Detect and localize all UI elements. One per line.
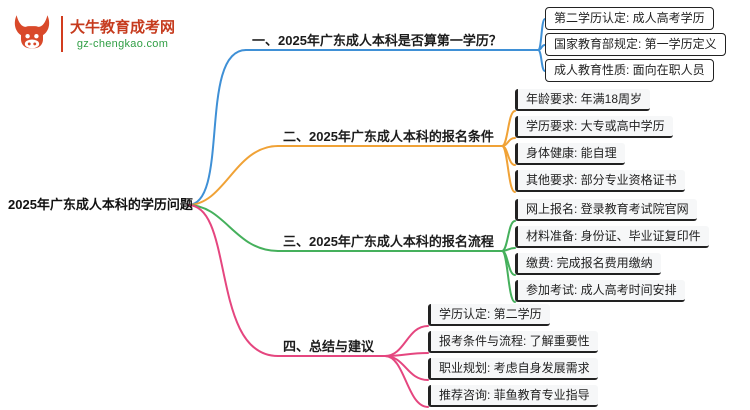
mindmap-child-node: 缴费: 完成报名费用缴纳 — [515, 253, 661, 275]
branch-3-connectors — [187, 204, 516, 303]
site-logo: 大牛教育成考网 gz-chengkao.com — [10, 12, 175, 56]
logo-divider — [61, 16, 63, 52]
branch-1-label: 一、2025年广东成人本科是否算第一学历？ — [252, 33, 502, 48]
mindmap-child-node: 学历要求: 大专或高中学历 — [515, 116, 673, 138]
mindmap-child-node: 报考条件与流程: 了解重要性 — [428, 331, 598, 353]
branch-1-connectors — [187, 18, 546, 206]
mindmap-child-node: 推荐咨询: 菲鱼教育专业指导 — [428, 385, 598, 407]
mindmap-child-node: 其他要求: 部分专业资格证书 — [515, 170, 685, 192]
mindmap-child-node: 网上报名: 登录教育考试院官网 — [515, 199, 697, 221]
mindmap-child-node: 成人教育性质: 面向在职人员 — [545, 59, 714, 82]
branch-4-label: 四、总结与建议 — [283, 339, 375, 354]
mindmap-child-node: 年龄要求: 年满18周岁 — [515, 89, 651, 111]
logo-title: 大牛教育成考网 — [70, 18, 176, 36]
logo-domain: gz-chengkao.com — [76, 37, 169, 50]
mindmap-child-node: 国家教育部规定: 第一学历定义 — [545, 33, 726, 56]
branch-2-label: 二、2025年广东成人本科的报名条件 — [283, 129, 494, 144]
mindmap-child-node: 身体健康: 能自理 — [515, 143, 625, 165]
branch-2-connectors — [187, 110, 516, 206]
mindmap-child-node: 职业规划: 考虑自身发展需求 — [428, 358, 598, 380]
mindmap-child-node: 第二学历认定: 成人高考学历 — [545, 7, 714, 30]
branch-4-connectors — [187, 204, 429, 408]
branch-3-label: 三、2025年广东成人本科的报名流程 — [283, 234, 494, 249]
root-node: 2025年广东成人本科的学历问题 — [8, 197, 193, 212]
mindmap-child-node: 学历认定: 第二学历 — [428, 304, 550, 326]
mindmap-child-node: 材料准备: 身份证、毕业证复印件 — [515, 226, 709, 248]
mindmap-child-node: 参加考试: 成人高考时间安排 — [515, 280, 685, 302]
logo-text: 大牛教育成考网 gz-chengkao.com — [70, 18, 175, 51]
bull-logo-icon — [14, 15, 50, 49]
